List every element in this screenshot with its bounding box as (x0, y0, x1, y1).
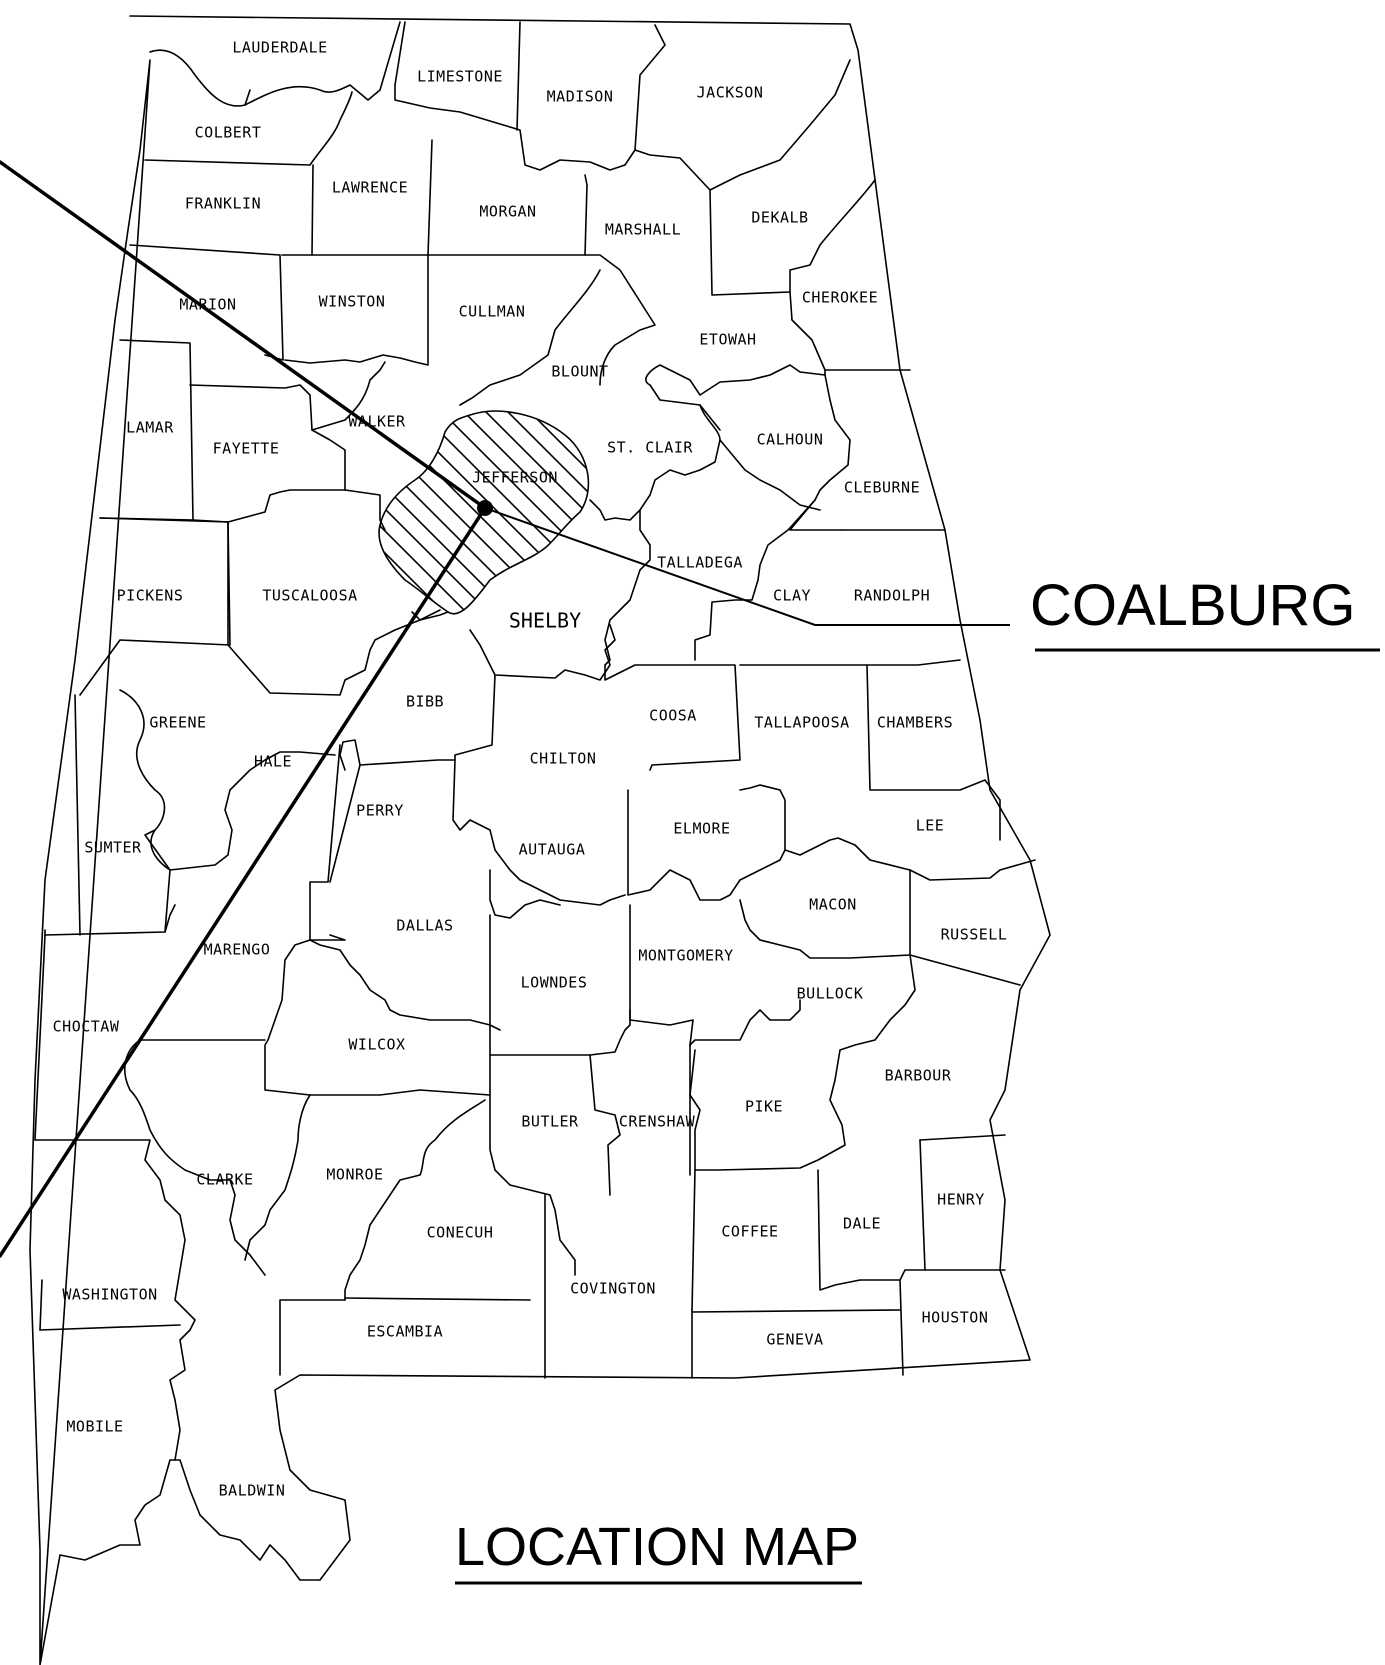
county-label-butler: BUTLER (521, 1113, 579, 1131)
county-label-clarke: CLARKE (196, 1171, 253, 1189)
hatch-line (497, 411, 589, 614)
hatch-line (379, 411, 491, 614)
county-label-lauderdale: LAUDERDALE (232, 39, 327, 57)
county-label-winston: WINSTON (319, 293, 386, 311)
county-label-cleburne: CLEBURNE (844, 479, 920, 497)
hatch-line (379, 411, 579, 614)
county-label-wilcox: WILCOX (348, 1036, 405, 1054)
hatch-line (379, 411, 469, 614)
county-label-st-clair: ST. CLAIR (607, 439, 693, 457)
county-label-fayette: FAYETTE (213, 440, 280, 458)
hatch-line (36, 380, 336, 680)
county-label-tallapoosa: TALLAPOOSA (754, 714, 849, 732)
county-label-washington: WASHINGTON (62, 1286, 157, 1304)
site-label: COALBURG (1030, 573, 1356, 638)
county-label-randolph: RANDOLPH (854, 587, 930, 605)
county-label-pickens: PICKENS (117, 587, 184, 605)
county-label-lowndes: LOWNDES (521, 974, 588, 992)
map-title: LOCATION MAP (455, 1517, 859, 1577)
county-label-bullock: BULLOCK (797, 985, 864, 1003)
county-label-tuscaloosa: TUSCALOOSA (262, 587, 357, 605)
county-label-geneva: GENEVA (766, 1331, 823, 1349)
county-label-lee: LEE (916, 817, 945, 835)
county-label-monroe: MONROE (326, 1166, 383, 1184)
site-dot (477, 500, 493, 516)
hatch-line (431, 411, 589, 614)
county-label-sumter: SUMTER (84, 839, 142, 857)
county-label-dale: DALE (843, 1215, 881, 1233)
county-label-jackson: JACKSON (697, 84, 764, 102)
county-label-crenshaw: CRENSHAW (619, 1113, 696, 1131)
county-label-franklin: FRANKLIN (185, 195, 261, 213)
locator-line-top (0, 160, 487, 510)
county-label-escambia: ESCAMBIA (367, 1323, 443, 1341)
hatch-line (379, 411, 589, 614)
county-label-russell: RUSSELL (941, 926, 1008, 944)
hatch-line (519, 411, 589, 614)
county-label-bibb: BIBB (406, 693, 444, 711)
hatch-line (379, 411, 557, 614)
county-label-marengo: MARENGO (204, 941, 271, 959)
jefferson-outline (378, 410, 590, 615)
county-label-mobile: MOBILE (66, 1418, 123, 1436)
county-label-limestone: LIMESTONE (417, 68, 503, 86)
county-label-walker: WALKER (348, 413, 406, 431)
locator-line-bottom (0, 506, 487, 1258)
county-label-etowah: ETOWAH (699, 331, 756, 349)
hatch-line (387, 411, 589, 614)
hatch-line (409, 411, 589, 614)
county-label-morgan: MORGAN (479, 203, 536, 221)
county-label-jefferson: JEFFERSON (472, 469, 558, 487)
county-label-houston: HOUSTON (922, 1309, 989, 1327)
county-label-cullman: CULLMAN (459, 303, 526, 321)
county-label-marshall: MARSHALL (605, 221, 681, 239)
county-label-shelby: SHELBY (509, 609, 581, 633)
county-labels: LAUDERDALE LIMESTONE MADISON JACKSON COLBERT… (53, 39, 1008, 1500)
state-outline (29, 15, 1051, 1665)
county-label-perry: PERRY (356, 802, 404, 820)
county-label-madison: MADISON (547, 88, 614, 106)
county-label-clay: CLAY (773, 587, 811, 605)
county-label-calhoun: CALHOUN (757, 431, 824, 449)
county-label-autauga: AUTAUGA (519, 841, 586, 859)
hatch-line (0, 380, 248, 680)
county-label-pike: PIKE (745, 1098, 783, 1116)
hatch-line (379, 411, 535, 614)
county-label-talladega: TALLADEGA (657, 554, 743, 572)
county-label-lawrence: LAWRENCE (332, 179, 408, 197)
county-label-greene: GREENE (149, 714, 206, 732)
county-label-colbert: COLBERT (195, 124, 262, 142)
county-label-coffee: COFFEE (721, 1223, 778, 1241)
county-label-baldwin: BALDWIN (219, 1482, 286, 1500)
leader-line (484, 507, 1010, 626)
county-boundaries (34, 21, 1036, 1461)
hatch-line (475, 411, 589, 614)
county-label-covington: COVINGTON (570, 1280, 656, 1298)
county-label-conecuh: CONECUH (427, 1224, 494, 1242)
county-label-montgomery: MONTGOMERY (638, 947, 733, 965)
county-label-chambers: CHAMBERS (877, 714, 953, 732)
county-label-cherokee: CHEROKEE (802, 289, 878, 307)
county-label-hale: HALE (254, 753, 292, 771)
county-label-coosa: COOSA (649, 707, 697, 725)
county-label-macon: MACON (809, 896, 857, 914)
county-label-chilton: CHILTON (530, 750, 597, 768)
county-label-dekalb: DEKALB (751, 209, 808, 227)
county-label-elmore: ELMORE (673, 820, 730, 838)
county-label-dallas: DALLAS (396, 917, 453, 935)
county-label-blount: BLOUNT (551, 363, 608, 381)
hatch-line (453, 411, 589, 614)
county-label-barbour: BARBOUR (885, 1067, 952, 1085)
county-label-choctaw: CHOCTAW (53, 1018, 120, 1036)
hatch-line (379, 411, 589, 614)
county-label-henry: HENRY (937, 1191, 985, 1209)
county-label-marion: MARION (179, 296, 236, 314)
county-label-lamar: LAMAR (126, 419, 174, 437)
